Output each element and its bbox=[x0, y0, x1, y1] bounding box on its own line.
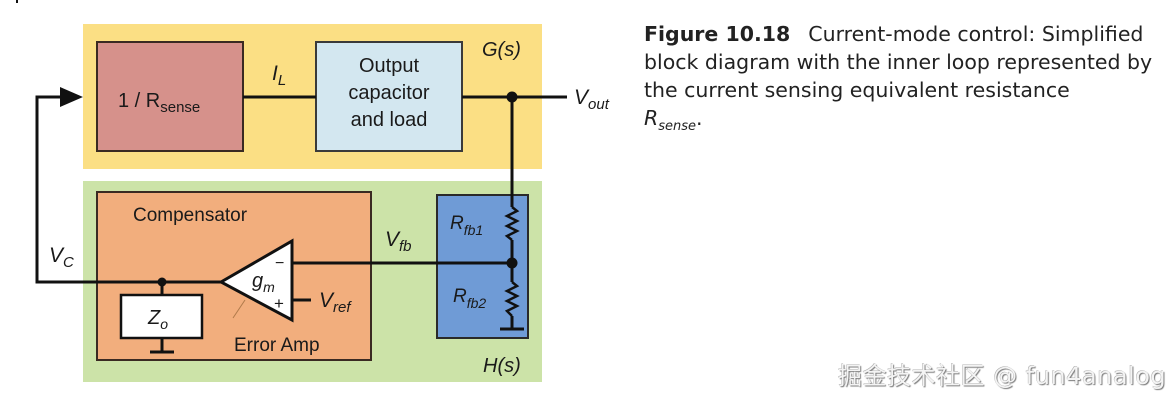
output-label-line2: capacitor bbox=[348, 82, 429, 104]
caption-end: . bbox=[696, 106, 703, 130]
vc-node bbox=[157, 277, 167, 287]
caption-symbol: Rsense bbox=[644, 106, 696, 134]
g-transfer-label: G(s) bbox=[482, 39, 521, 61]
plus-terminal: + bbox=[274, 294, 284, 313]
rfb2-label: Rfb2 bbox=[453, 286, 486, 311]
rsense-block bbox=[96, 41, 244, 152]
rfb1-label: Rfb1 bbox=[450, 213, 483, 238]
compensator-label: Compensator bbox=[133, 205, 248, 226]
corner-mark bbox=[16, 0, 18, 3]
vfb-label: Vfb bbox=[385, 228, 412, 255]
vout-label: Vout bbox=[574, 86, 610, 113]
watermark: 掘金技术社区 @ fun4analog bbox=[838, 362, 1167, 390]
il-label: IL bbox=[272, 62, 286, 89]
error-amp-triangle bbox=[217, 238, 294, 323]
vc-label: VC bbox=[49, 244, 74, 271]
wires bbox=[35, 95, 567, 354]
vfb-node bbox=[506, 257, 518, 269]
gm-label: gm bbox=[252, 270, 275, 295]
zo-block bbox=[119, 293, 204, 340]
output-label-line3: and load bbox=[351, 109, 428, 131]
vout-node bbox=[506, 91, 518, 103]
caption-symbol-sub: sense bbox=[658, 119, 697, 135]
vref-label: Vref bbox=[319, 289, 352, 316]
wire-vc-loop bbox=[35, 95, 221, 284]
rfb2-resistor-icon bbox=[504, 281, 520, 317]
block-diagram: 1 / Rsense Output capacitor and load G(s… bbox=[16, 0, 610, 382]
figure-number: Figure 10.18 bbox=[644, 22, 791, 46]
rsense-label: 1 / Rsense bbox=[118, 90, 200, 116]
rfb1-resistor-icon bbox=[504, 206, 520, 241]
caption-symbol-main: R bbox=[644, 106, 659, 130]
output-label-line1: Output bbox=[359, 55, 419, 77]
caption-text: Current-mode control: Simplified block d… bbox=[644, 22, 1153, 102]
zo-label: Zo bbox=[147, 307, 168, 332]
error-amp-label: Error Amp bbox=[234, 335, 320, 356]
minus-terminal: − bbox=[275, 255, 284, 272]
error-amp-pointer bbox=[232, 299, 246, 319]
output-block bbox=[315, 41, 463, 152]
h-transfer-label: H(s) bbox=[483, 355, 521, 377]
arrow-head-icon bbox=[60, 87, 83, 107]
